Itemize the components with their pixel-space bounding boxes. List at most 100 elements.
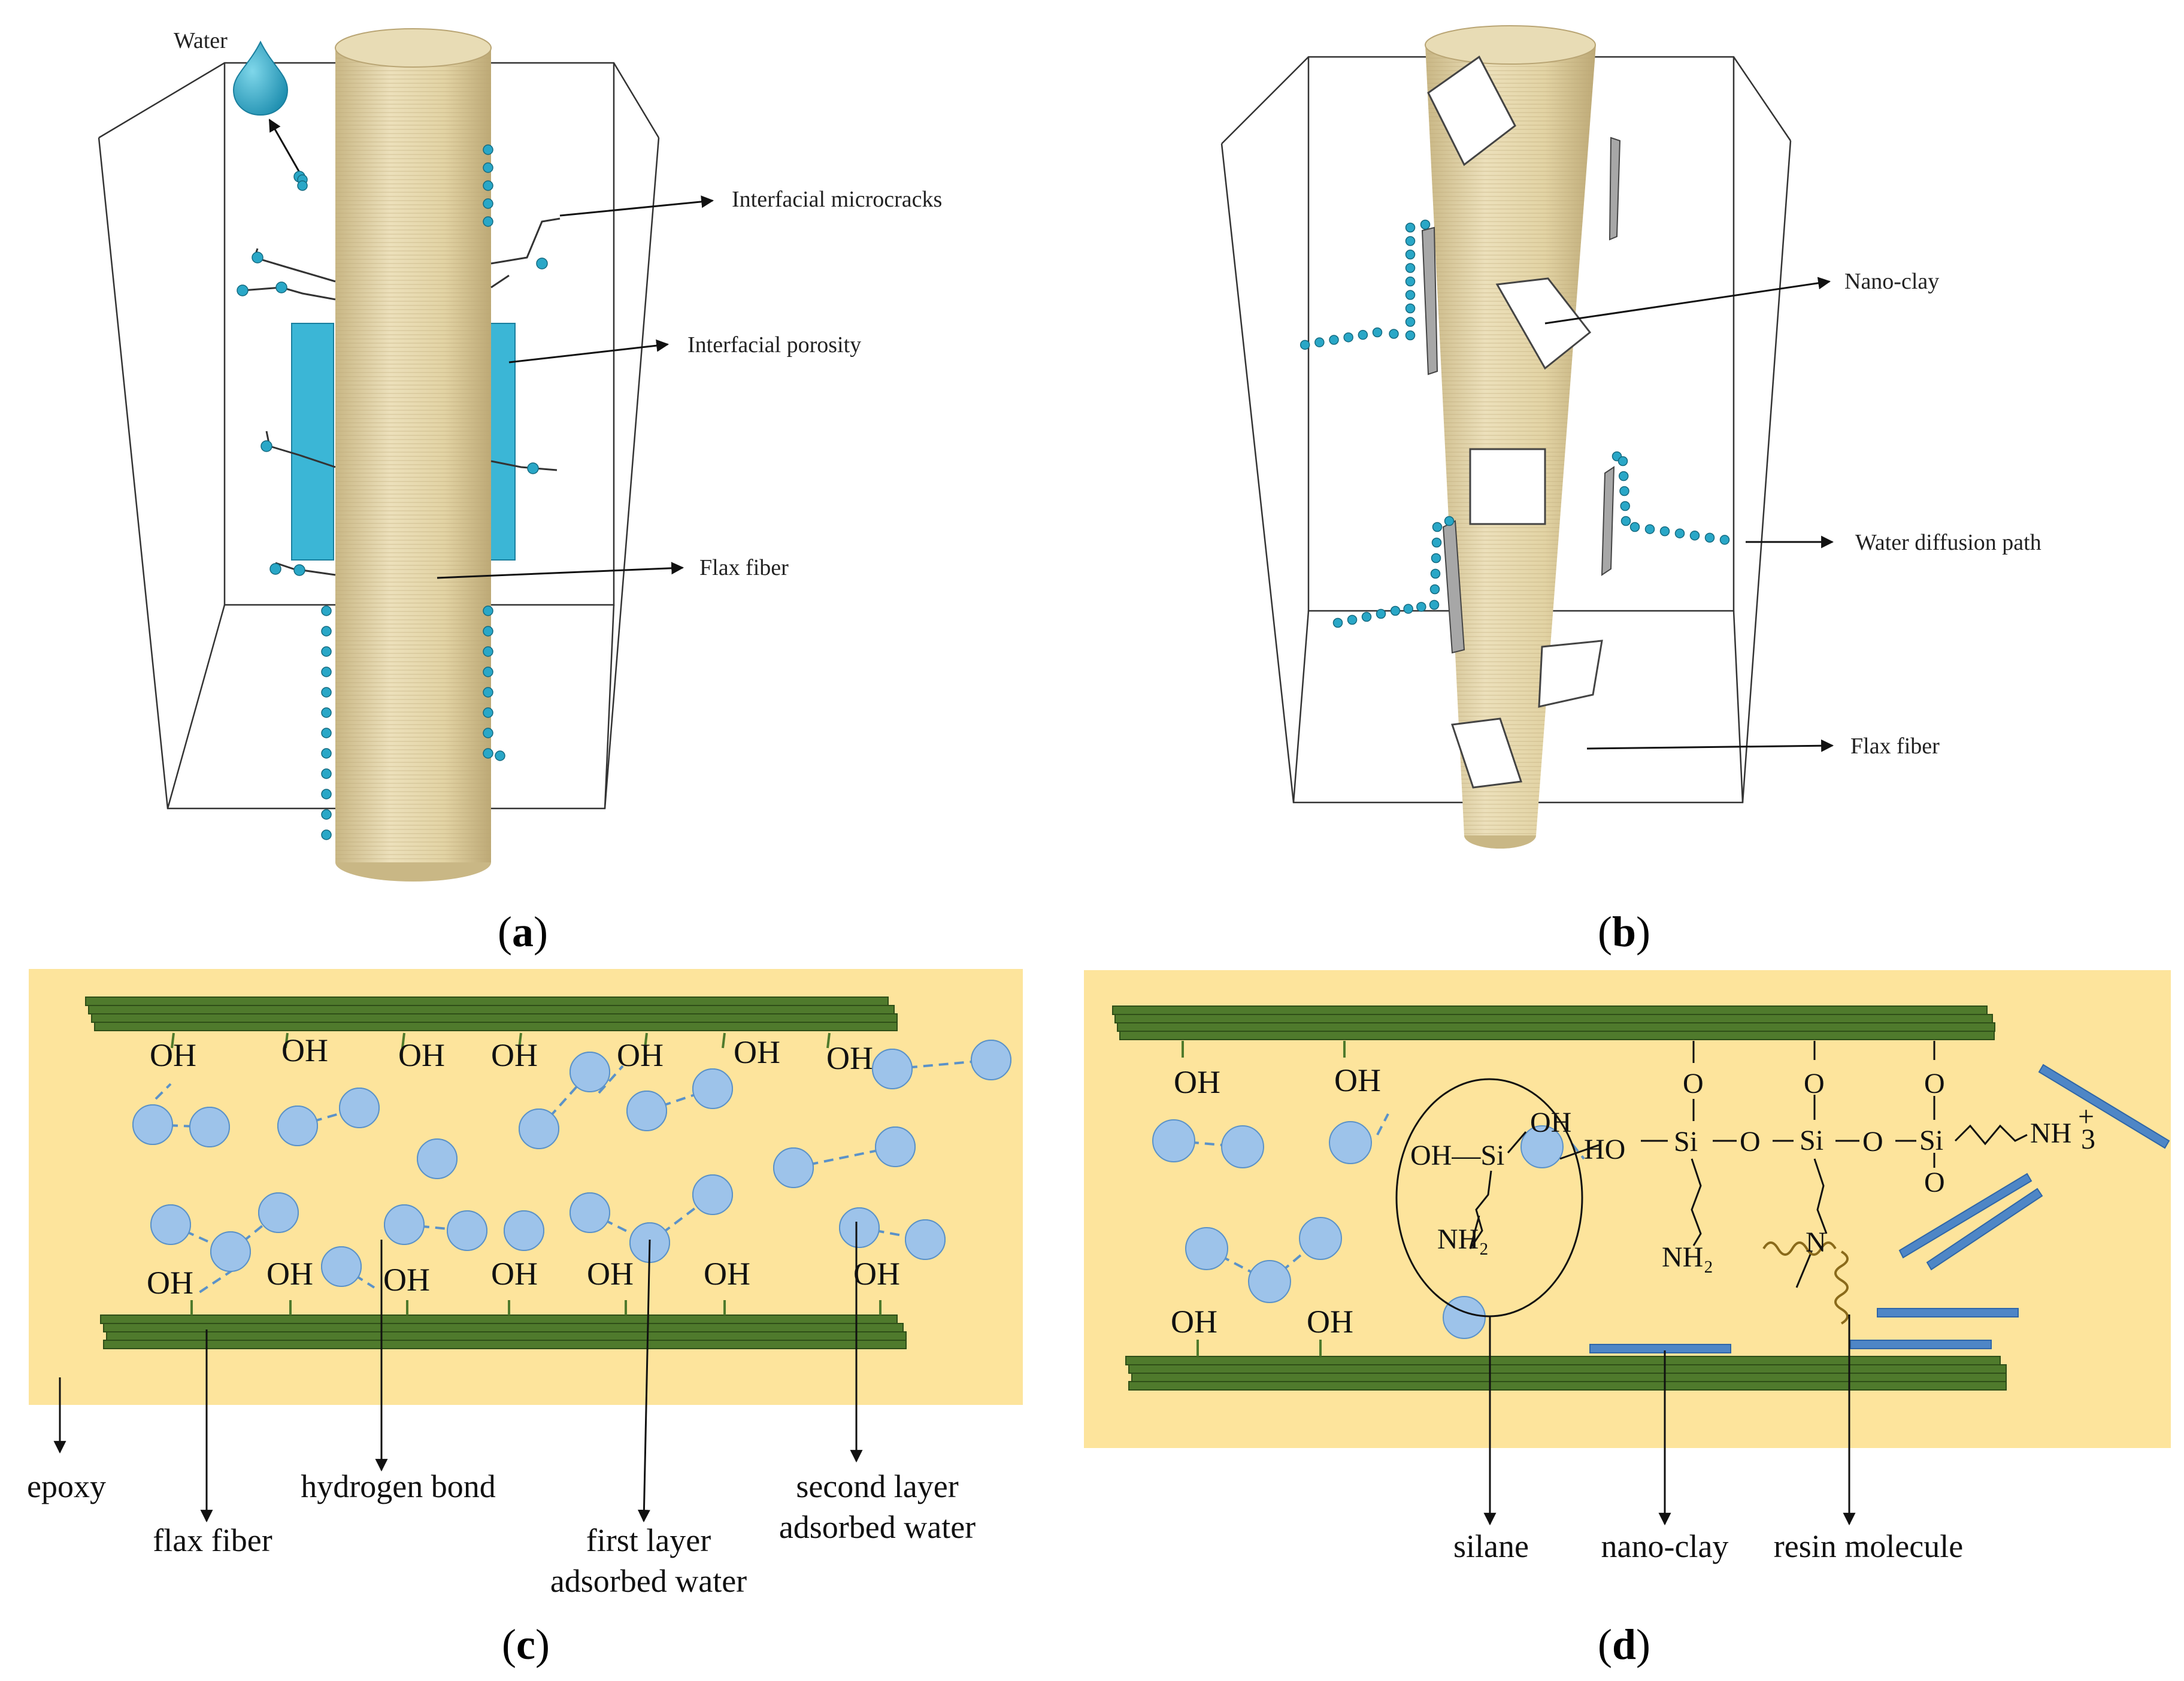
- water-bead: [495, 750, 505, 761]
- chem-ho: HO: [1584, 1134, 1625, 1165]
- water-bead: [321, 789, 332, 799]
- water-bead: [1405, 317, 1416, 327]
- water-bead: [1429, 584, 1440, 595]
- water-molecule: [210, 1231, 251, 1272]
- water-bead: [1405, 222, 1416, 233]
- oh-label: OH: [281, 1032, 328, 1068]
- chem-si-2: Si: [1800, 1125, 1823, 1156]
- water-bead: [483, 728, 493, 738]
- panel-b: Nano-clay Water diffusion path Flax fibe…: [1220, 25, 2041, 956]
- porosity-arrow: [508, 339, 670, 364]
- flax-fiber-top-c: [85, 997, 898, 1031]
- hydrogen-bond: [646, 1088, 713, 1112]
- water-molecule: [1185, 1227, 1228, 1270]
- label-nanoclay-d: nano-clay: [1601, 1528, 1729, 1564]
- label-flax-b: Flax fiber: [1850, 734, 1940, 759]
- oh-label: OH: [704, 1256, 750, 1292]
- flax-fiber-a: [335, 28, 492, 882]
- water-bead: [1405, 276, 1416, 287]
- water-bead: [321, 728, 332, 738]
- panel-a: Water Interfacial microcracks Interfacia…: [98, 28, 942, 956]
- water-molecule: [839, 1207, 880, 1248]
- oh-label: OH: [491, 1037, 538, 1073]
- water-molecules-c: [132, 1040, 1011, 1295]
- water-bead: [1620, 501, 1630, 511]
- water-bead: [321, 829, 332, 840]
- oh-label: OH: [150, 1037, 196, 1073]
- caption-b: (b): [1598, 908, 1650, 956]
- water-molecule: [258, 1192, 299, 1233]
- water-bead: [1300, 340, 1310, 350]
- chem-nh2-chain: NH₂: [1662, 1241, 1713, 1273]
- chem-oh-si: OH—Si: [1410, 1140, 1504, 1171]
- label-hbond: hydrogen bond: [301, 1468, 495, 1504]
- water-bead: [1389, 329, 1399, 339]
- water-bead: [297, 180, 308, 191]
- label-water: Water: [174, 28, 228, 53]
- label-silane: silane: [1453, 1528, 1529, 1564]
- label-porosity: Interfacial porosity: [687, 332, 861, 358]
- water-bead: [483, 216, 493, 227]
- water-bead: [321, 768, 332, 779]
- flax-fiber-bottom-d: [1125, 1356, 2007, 1391]
- water-molecule: [339, 1088, 380, 1128]
- oh-bond: [171, 1032, 175, 1049]
- flax-arrow-b: [1586, 739, 1834, 752]
- oh-bond: [401, 1032, 405, 1049]
- label-resin: resin molecule: [1774, 1528, 1963, 1564]
- chem-plus: +: [2078, 1101, 2094, 1132]
- water-bead: [321, 667, 332, 677]
- water-bead: [1403, 604, 1413, 614]
- water-bead: [483, 198, 493, 209]
- label-diffusion: Water diffusion path: [1855, 530, 2041, 555]
- oh-label: OH: [491, 1256, 538, 1292]
- water-bead: [1719, 535, 1730, 545]
- water-molecule: [1520, 1125, 1564, 1168]
- microcracks-arrow: [559, 195, 714, 217]
- caption-c: (c): [502, 1621, 550, 1668]
- chem-nh3: NH: [2030, 1117, 2071, 1149]
- oh-label: OH: [617, 1037, 664, 1073]
- water-bead: [1444, 516, 1455, 526]
- caption-d: (d): [1598, 1621, 1650, 1668]
- label-second-layer: second layer: [796, 1468, 958, 1504]
- oh-label: OH: [1171, 1304, 1217, 1340]
- water-molecules-d: [1152, 1113, 1585, 1339]
- water-bead: [321, 687, 332, 698]
- water-bead: [1674, 528, 1685, 538]
- water-bead: [1405, 330, 1416, 341]
- water-bead: [1332, 617, 1343, 628]
- water-bead: [1405, 303, 1416, 314]
- water-molecule: [1152, 1119, 1195, 1162]
- water-molecule: [277, 1105, 318, 1146]
- water-bead: [1372, 327, 1383, 338]
- hydrogen-bond: [155, 1083, 172, 1100]
- hydrogen-bond: [1206, 1247, 1270, 1283]
- chem-o-bottom: O: [1924, 1167, 1945, 1198]
- hydrogen-bond: [196, 1268, 235, 1295]
- water-molecule: [132, 1104, 173, 1145]
- oh-label: OH: [147, 1265, 193, 1301]
- water-bead: [1431, 537, 1442, 548]
- water-bead: [483, 667, 493, 677]
- water-molecule: [1329, 1121, 1372, 1164]
- water-bead: [1629, 522, 1640, 532]
- label-first-adsorbed: adsorbed water: [550, 1563, 747, 1599]
- water-bead: [1405, 249, 1416, 260]
- diffusion-beads-b: [1300, 219, 1730, 628]
- water-bead: [1347, 614, 1358, 625]
- water-molecule: [189, 1107, 230, 1147]
- microcracks: [242, 217, 561, 576]
- water-bead: [1432, 522, 1443, 532]
- interfacial-porosity-left: [291, 323, 334, 561]
- label-epoxy: epoxy: [27, 1468, 106, 1504]
- water-molecule: [384, 1204, 425, 1245]
- water-bead: [1361, 611, 1372, 622]
- water-bead: [321, 748, 332, 759]
- flax-arrow-a: [437, 562, 684, 579]
- nanoclay-edges-b: [1421, 137, 1621, 654]
- water-bead: [483, 162, 493, 173]
- water-bead: [483, 144, 493, 155]
